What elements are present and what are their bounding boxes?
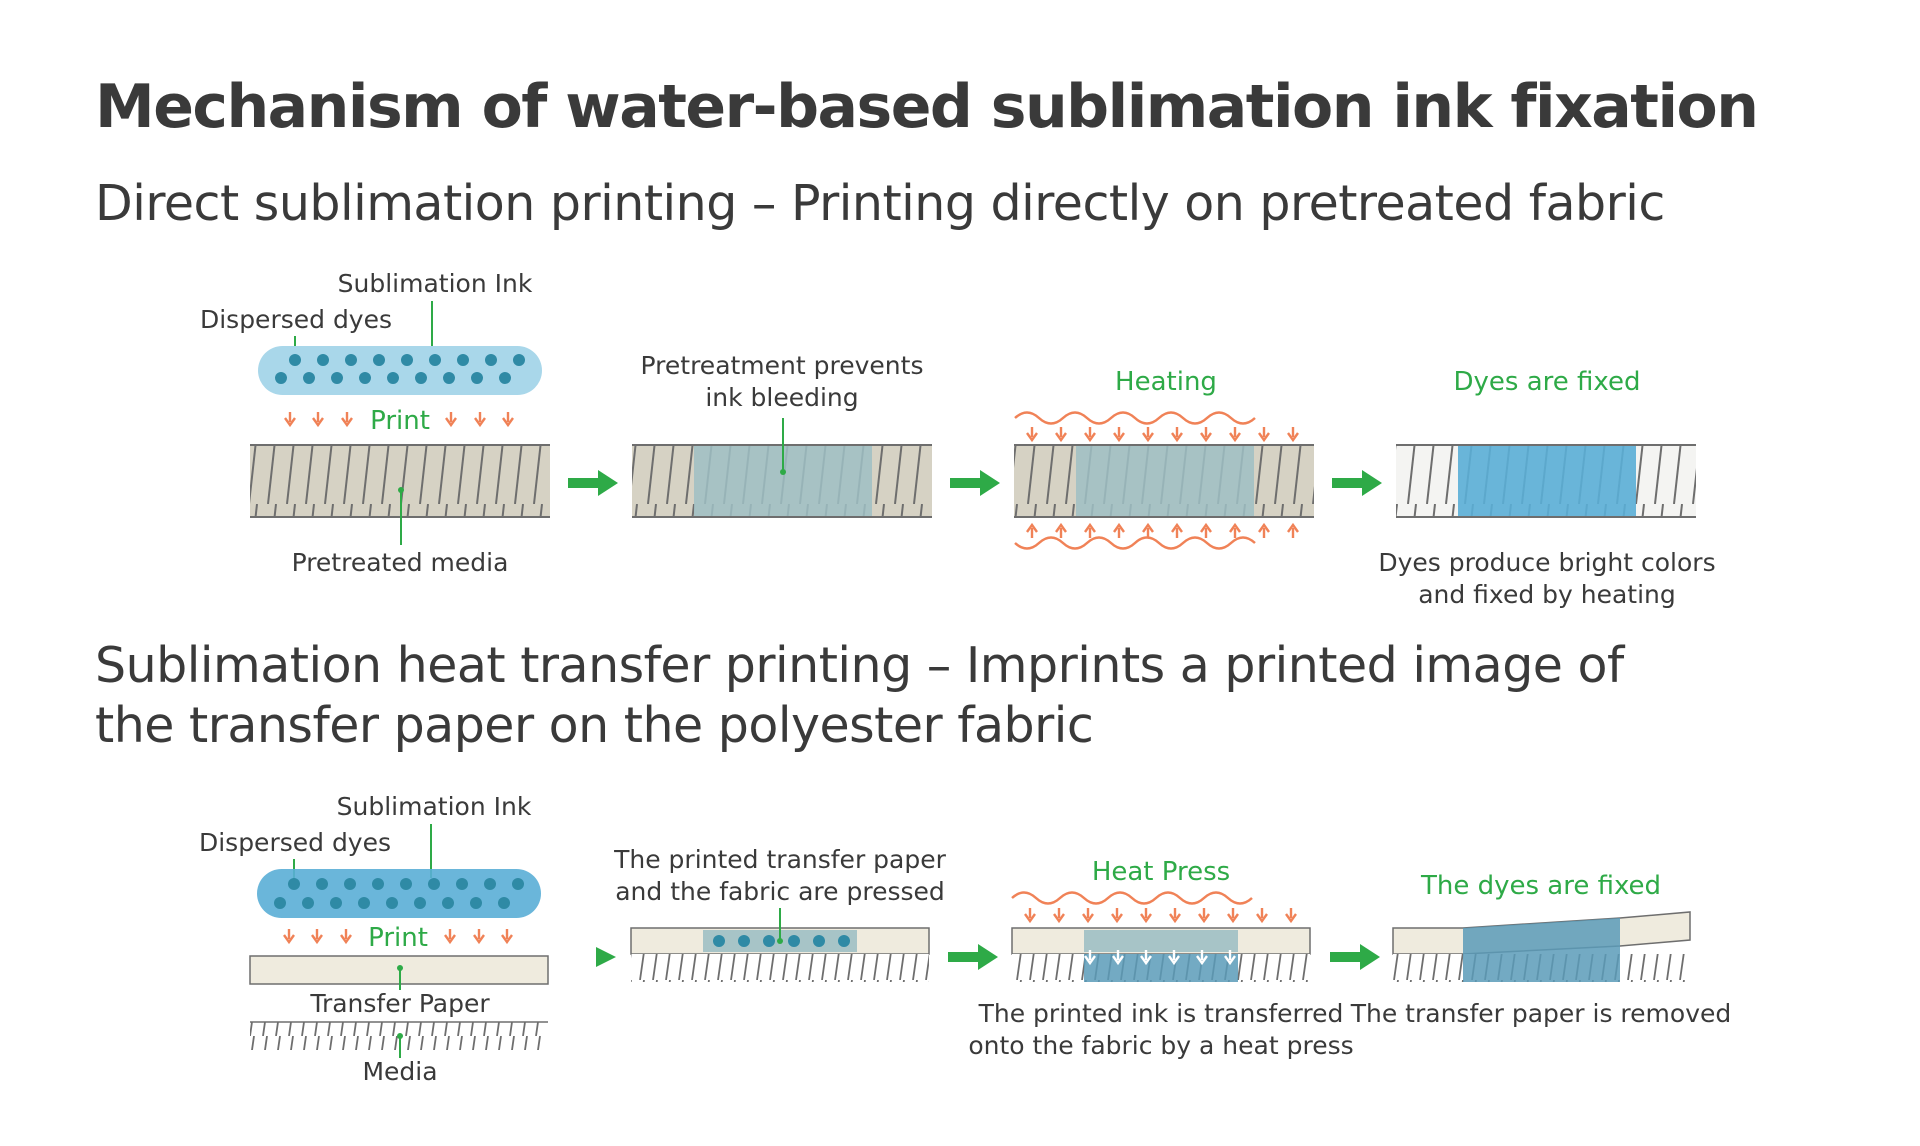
heat-press-label: Heat Press [1092, 857, 1230, 887]
dyes-fixed-label: Dyes are fixed [1454, 367, 1641, 397]
heating-label: Heating [1115, 367, 1217, 397]
direct-step-pretreatment: Pretreatment prevents ink bleeding [632, 351, 932, 518]
dyes-fixed-caption-2: and fixed by heating [1418, 580, 1676, 609]
paper-removed-caption: The transfer paper is removed [1350, 999, 1732, 1028]
print-label: Print [370, 406, 430, 436]
sublimation-ink-label-2: Sublimation Ink [337, 792, 532, 821]
dispersed-dyes-label: Dispersed dyes [200, 305, 392, 334]
heat-press-caption-1: The printed ink is transferred [978, 999, 1344, 1028]
dye-dots [275, 354, 525, 384]
dyes-fixed-label-2: The dyes are fixed [1420, 871, 1661, 901]
ink-droplet [258, 346, 542, 395]
transfer-step-print: Sublimation Ink Dispersed dyes Print Tra… [199, 792, 549, 1086]
arrow-right-icon [1330, 944, 1380, 970]
dyes-fixed-caption-1: Dyes produce bright colors [1378, 548, 1715, 577]
direct-step-heating: Heating [1014, 367, 1314, 550]
press-caption-1: The printed transfer paper [613, 845, 946, 874]
pretreated-media-label: Pretreated media [292, 548, 509, 577]
ink-droplet-2 [257, 869, 541, 918]
arrow-right-icon [568, 470, 618, 496]
dye-dots-2 [274, 878, 524, 909]
heat-wave-bottom [1014, 536, 1256, 550]
page-title: Mechanism of water-based sublimation ink… [95, 72, 1759, 142]
heat-press-caption-2: onto the fabric by a heat press [968, 1031, 1353, 1060]
press-caption-2: and the fabric are pressed [615, 877, 945, 906]
arrow-right-icon [596, 947, 616, 967]
dispersed-dyes-label-2: Dispersed dyes [199, 828, 391, 857]
print-label-2: Print [368, 923, 428, 953]
transfer-step-heat-press: Heat Press The printed ink is transferre… [968, 857, 1353, 1060]
section-direct-heading: Direct sublimation printing – Printing d… [95, 175, 1665, 232]
transfer-paper-label: Transfer Paper [309, 989, 490, 1018]
fixed-dye-area [1458, 445, 1636, 517]
media-label: Media [362, 1057, 437, 1086]
pretreatment-caption-2: ink bleeding [705, 383, 858, 412]
direct-step-fixed: Dyes are fixed Dyes produce bright color… [1378, 367, 1715, 609]
section-transfer-heading: Sublimation heat transfer printing – Imp… [95, 637, 1624, 754]
pretreatment-caption-1: Pretreatment prevents [641, 351, 924, 380]
arrow-right-icon [1332, 470, 1382, 496]
sublimation-ink-label: Sublimation Ink [338, 269, 533, 298]
heat-wave-press [1011, 891, 1253, 905]
transfer-step-press: The printed transfer paper and the fabri… [613, 845, 947, 982]
heat-wave-top [1014, 411, 1256, 425]
arrow-right-icon [948, 944, 998, 970]
direct-step-print: Sublimation Ink Dispersed dyes Print Pre… [200, 269, 550, 577]
arrow-right-icon [950, 470, 1000, 496]
transfer-step-removed: The dyes are fixed The transfer paper is… [1350, 871, 1732, 1028]
